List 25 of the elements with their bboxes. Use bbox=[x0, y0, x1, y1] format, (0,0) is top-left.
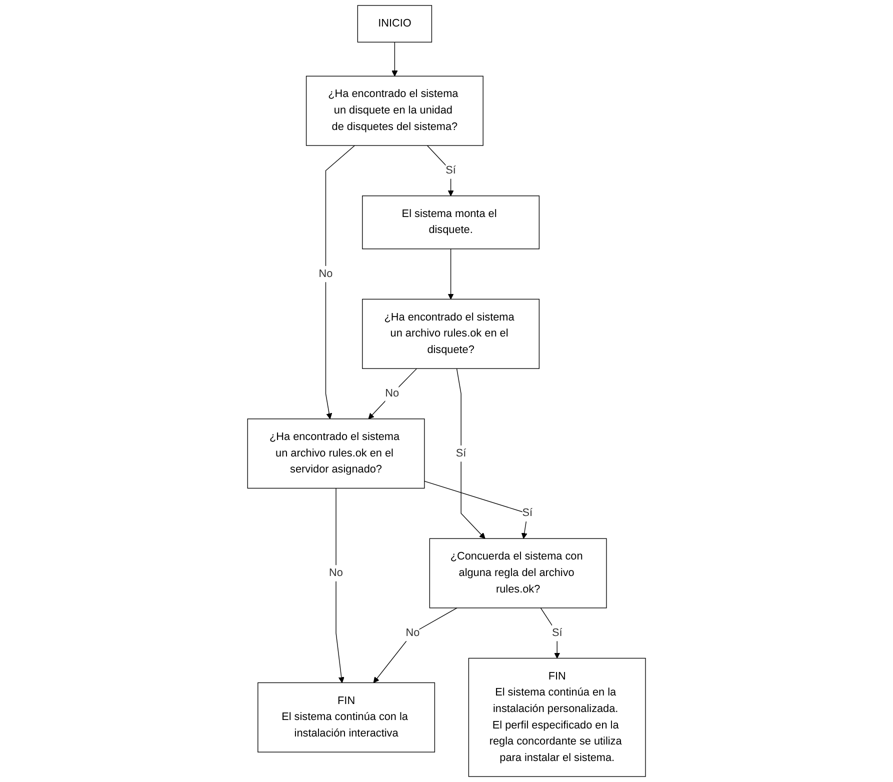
node-box: ¿Ha encontrado el sistema un archivo rules.ok en el disquete? bbox=[362, 298, 540, 369]
edge-label: No bbox=[318, 268, 333, 280]
arrow bbox=[325, 145, 355, 420]
arrow bbox=[368, 368, 418, 420]
arrow bbox=[456, 368, 486, 539]
arrow bbox=[392, 42, 398, 76]
node-box: INICIO bbox=[357, 5, 432, 42]
edge-label: Sí bbox=[522, 507, 533, 519]
edge-label: No bbox=[329, 567, 343, 579]
node-box: ¿Ha encontrado el sistema un disquete en la unidad de disquetes del sistema? bbox=[306, 76, 484, 146]
node-box: FIN El sistema continúa en la instalación personalizada. El perfil especificado en la regla concordante se utiliza para instalar el sistema. bbox=[468, 658, 646, 777]
edge-label: Sí bbox=[552, 626, 562, 639]
edge-label: No bbox=[406, 626, 420, 639]
arrow bbox=[424, 480, 528, 539]
arrow bbox=[426, 145, 454, 196]
arrow bbox=[448, 248, 454, 300]
edge-label: No bbox=[385, 388, 400, 400]
arrow bbox=[336, 488, 344, 683]
edge-label: Sí bbox=[446, 164, 456, 176]
node-box: ¿Ha encontrado el sistema un archivo rules.ok en el servidor asignado? bbox=[247, 418, 425, 489]
node-box: ¿Concuerda el sistema con alguna regla del archivo rules.ok? bbox=[429, 538, 607, 608]
edge-label: Sí bbox=[456, 447, 466, 459]
arrow bbox=[373, 608, 458, 683]
node-box: FIN El sistema continúa con la instalación interactiva bbox=[258, 682, 435, 752]
node-box: El sistema monta el disquete. bbox=[362, 196, 540, 250]
